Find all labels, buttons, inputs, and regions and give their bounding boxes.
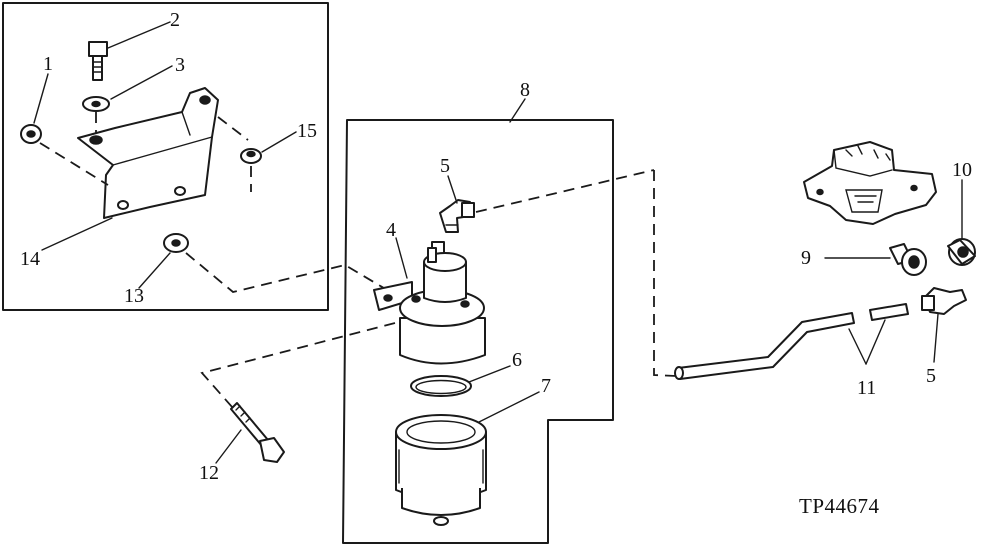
callout-1: 1 — [43, 53, 53, 75]
callout-12: 12 — [199, 462, 219, 484]
callout-4: 4 — [386, 219, 396, 241]
washer-item-13 — [163, 233, 189, 253]
elbow-fitting-item-5-right — [921, 287, 967, 315]
bolt-item-2 — [88, 41, 108, 81]
callout-5-top: 5 — [440, 155, 450, 177]
nut-item-15 — [240, 148, 262, 164]
fuel-line-item-11 — [674, 303, 909, 380]
bracket-item-14 — [77, 87, 219, 219]
callout-14: 14 — [20, 248, 40, 270]
engine-housing-reference — [803, 141, 937, 225]
o-ring-item-6 — [410, 375, 472, 397]
bracket-detail-inset-frame — [2, 2, 329, 311]
callout-8: 8 — [520, 79, 530, 101]
callout-3: 3 — [175, 54, 185, 76]
filter-head-item-4 — [373, 241, 486, 365]
leader-lines — [33, 21, 963, 464]
callout-10: 10 — [952, 159, 972, 181]
callout-13: 13 — [124, 285, 144, 307]
callout-9: 9 — [801, 247, 811, 269]
callout-7: 7 — [541, 375, 551, 397]
nut-item-1 — [20, 124, 42, 144]
plug-item-10 — [947, 238, 976, 266]
bolt-item-12 — [230, 402, 285, 463]
callout-15: 15 — [297, 120, 317, 142]
callout-5-right: 5 — [926, 365, 936, 387]
fitting-item-9 — [889, 243, 927, 276]
washer-item-3 — [82, 96, 110, 112]
callout-6: 6 — [512, 349, 522, 371]
filter-assembly-outline — [342, 119, 614, 544]
filter-element-item-7 — [395, 414, 487, 526]
callout-2: 2 — [170, 9, 180, 31]
figure-code: TP44674 — [799, 494, 880, 518]
elbow-fitting-item-5-top — [439, 199, 475, 233]
callout-11: 11 — [857, 377, 876, 399]
